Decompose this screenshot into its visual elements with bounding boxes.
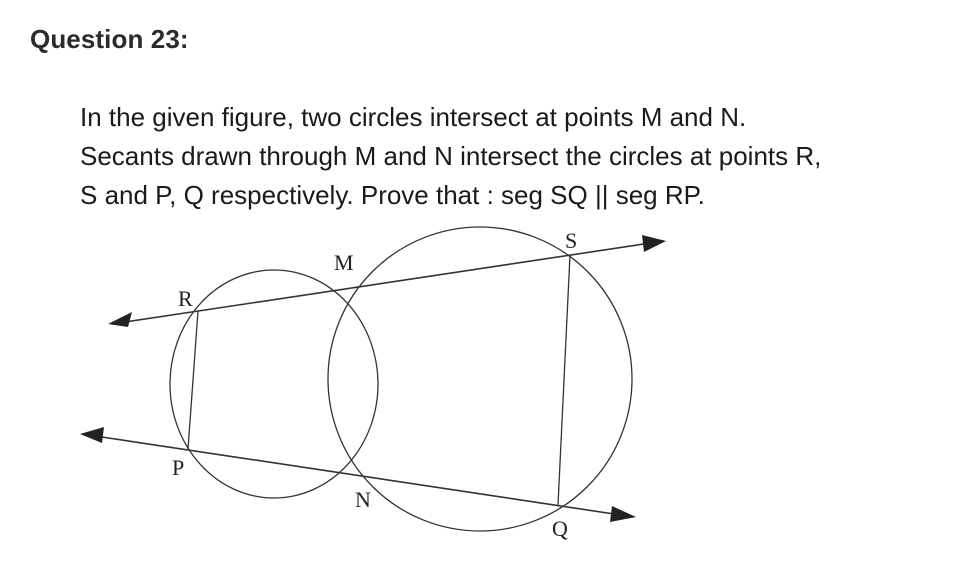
arrow-left-bottom <box>80 427 104 443</box>
problem-statement: In the given figure, two circles interse… <box>80 98 950 215</box>
question-heading: Question 23: <box>30 24 189 54</box>
segment-sq <box>557 254 571 506</box>
label-s: S <box>565 228 577 253</box>
right-circle <box>327 226 633 532</box>
problem-line-3: S and P, Q respectively. Prove that : se… <box>80 180 705 210</box>
label-r: R <box>178 286 193 311</box>
left-circle <box>169 269 379 499</box>
label-p: P <box>172 455 184 480</box>
secant-pnq <box>81 433 635 518</box>
secant-rms <box>111 240 665 325</box>
label-n: N <box>355 487 371 512</box>
arrow-right-top <box>642 235 666 252</box>
arrow-left-top <box>108 312 132 327</box>
problem-line-2: Secants drawn through M and N intersect … <box>80 141 822 171</box>
segment-rp <box>187 310 199 450</box>
arrow-right-bottom <box>610 506 636 522</box>
label-q: Q <box>552 516 568 541</box>
problem-line-1: In the given figure, two circles interse… <box>80 102 747 132</box>
label-m: M <box>334 250 354 275</box>
